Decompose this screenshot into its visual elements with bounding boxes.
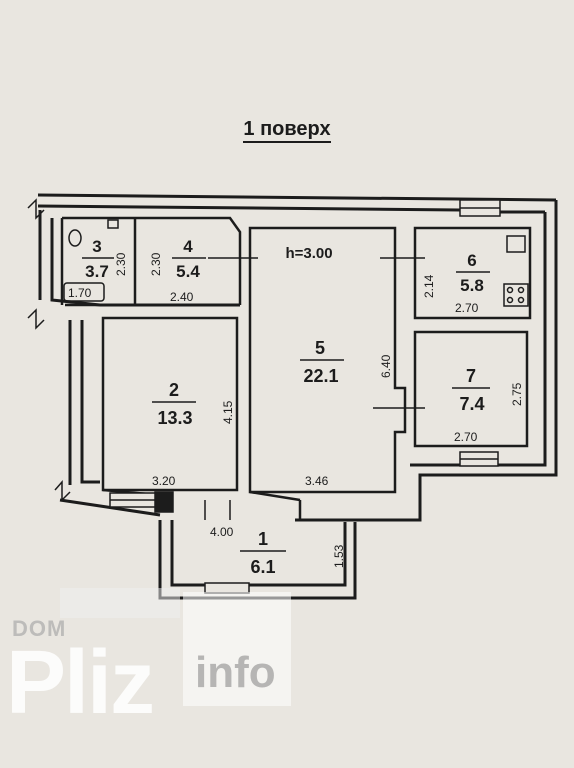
watermark-panel xyxy=(183,592,291,706)
room-5-number: 5 xyxy=(315,338,325,358)
dim-room4-height: 2.30 xyxy=(149,252,163,276)
floor-title-text: 1 поверх xyxy=(243,118,331,143)
kitchen-sink-icon xyxy=(506,235,526,253)
room-4-area: 5.4 xyxy=(176,262,200,281)
room-2-area: 13.3 xyxy=(157,408,192,428)
stair-block xyxy=(154,491,174,513)
dim-room2-height: 4.15 xyxy=(221,400,235,424)
watermark-dom: DOM xyxy=(12,616,67,641)
room-7-area: 7.4 xyxy=(459,394,484,414)
dimension-labels: 2.30 2.30 1.70 2.40 2.14 2.70 6.40 2.75 … xyxy=(68,252,524,568)
watermark-info: info xyxy=(195,648,276,697)
room-2-number: 2 xyxy=(169,380,179,400)
doors xyxy=(204,257,425,520)
room-3-area: 3.7 xyxy=(85,262,109,281)
dim-bath: 1.70 xyxy=(68,286,92,300)
ceiling-height-label: h=3.00 xyxy=(285,245,332,262)
break-marks xyxy=(27,198,71,502)
bathtub-icon xyxy=(63,282,105,302)
room-5-area: 22.1 xyxy=(303,366,338,386)
room-7-number: 7 xyxy=(466,366,476,386)
dim-room3-height: 2.30 xyxy=(114,252,128,276)
watermark-pliz: Pliz xyxy=(6,633,155,733)
room-1-number: 1 xyxy=(258,529,268,549)
dim-room2-width: 3.20 xyxy=(152,474,176,488)
toilet-icon xyxy=(68,229,82,247)
dim-room1-height: 1.53 xyxy=(332,544,346,568)
dim-room4-width: 2.40 xyxy=(170,290,194,304)
dim-room7-height: 2.75 xyxy=(510,382,524,406)
room-4-number: 4 xyxy=(183,237,193,256)
dim-room6-width: 2.70 xyxy=(455,301,479,315)
dim-room5-height: 6.40 xyxy=(379,354,393,378)
fixtures xyxy=(63,219,529,513)
watermark-panel-left xyxy=(60,588,180,618)
dim-room7-width: 2.70 xyxy=(454,430,478,444)
room-1-area: 6.1 xyxy=(250,557,275,577)
room-6-area: 5.8 xyxy=(460,276,484,295)
dim-room1-width: 4.00 xyxy=(210,525,234,539)
room-6-number: 6 xyxy=(467,251,476,270)
room-3-number: 3 xyxy=(92,237,101,256)
sink-icon xyxy=(107,219,119,229)
floor-title: 1 поверх xyxy=(0,118,574,143)
dim-room5-width: 3.46 xyxy=(305,474,329,488)
dim-room6-height: 2.14 xyxy=(422,274,436,298)
windows xyxy=(109,199,501,594)
room-labels: 3 3.7 4 5.4 6 5.8 5 22.1 7 7.4 2 13.3 1 … xyxy=(82,237,490,577)
stove-icon xyxy=(503,283,529,307)
